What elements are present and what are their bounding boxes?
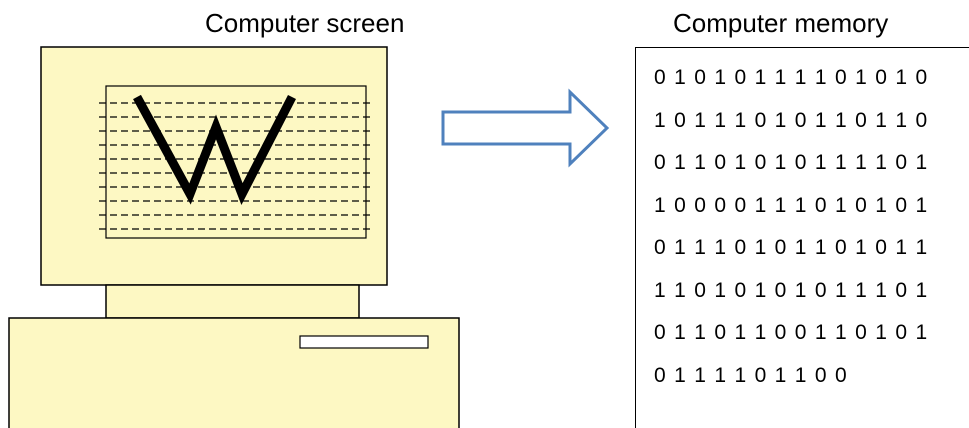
screen-letter-w bbox=[133, 94, 296, 205]
computer-screen-caption: Computer screen bbox=[205, 8, 405, 38]
memory-line: 1 0 0 0 0 1 1 1 0 1 0 1 0 1 bbox=[654, 193, 929, 217]
disk-drive-slot bbox=[299, 335, 429, 349]
memory-line: 0 1 1 0 1 1 0 0 1 1 0 1 0 1 bbox=[654, 321, 929, 344]
memory-line: 1 1 0 1 0 1 0 1 0 1 1 1 0 1 bbox=[654, 278, 929, 302]
arrow-right-icon bbox=[441, 88, 610, 168]
memory-binary-lines: 0 1 0 1 0 1 1 1 1 0 1 0 1 0 1 0 1 1 1 0 … bbox=[654, 63, 928, 403]
monitor-stand bbox=[105, 284, 360, 319]
computer-memory-caption: Computer memory bbox=[673, 8, 889, 38]
memory-box bbox=[635, 47, 969, 428]
computer-base bbox=[8, 317, 460, 428]
monitor-screen bbox=[105, 85, 367, 239]
memory-line: 0 1 0 1 0 1 1 1 1 0 1 0 1 0 bbox=[654, 66, 929, 89]
memory-line: 0 1 1 1 0 1 0 1 1 0 1 0 1 1 bbox=[654, 236, 929, 259]
memory-line: 1 0 1 1 1 0 1 0 1 1 0 1 1 0 bbox=[654, 108, 929, 132]
memory-line: 0 1 1 1 1 0 1 1 0 0 bbox=[654, 363, 849, 387]
memory-line: 0 1 1 0 1 0 1 0 1 1 1 1 0 1 bbox=[654, 151, 929, 174]
